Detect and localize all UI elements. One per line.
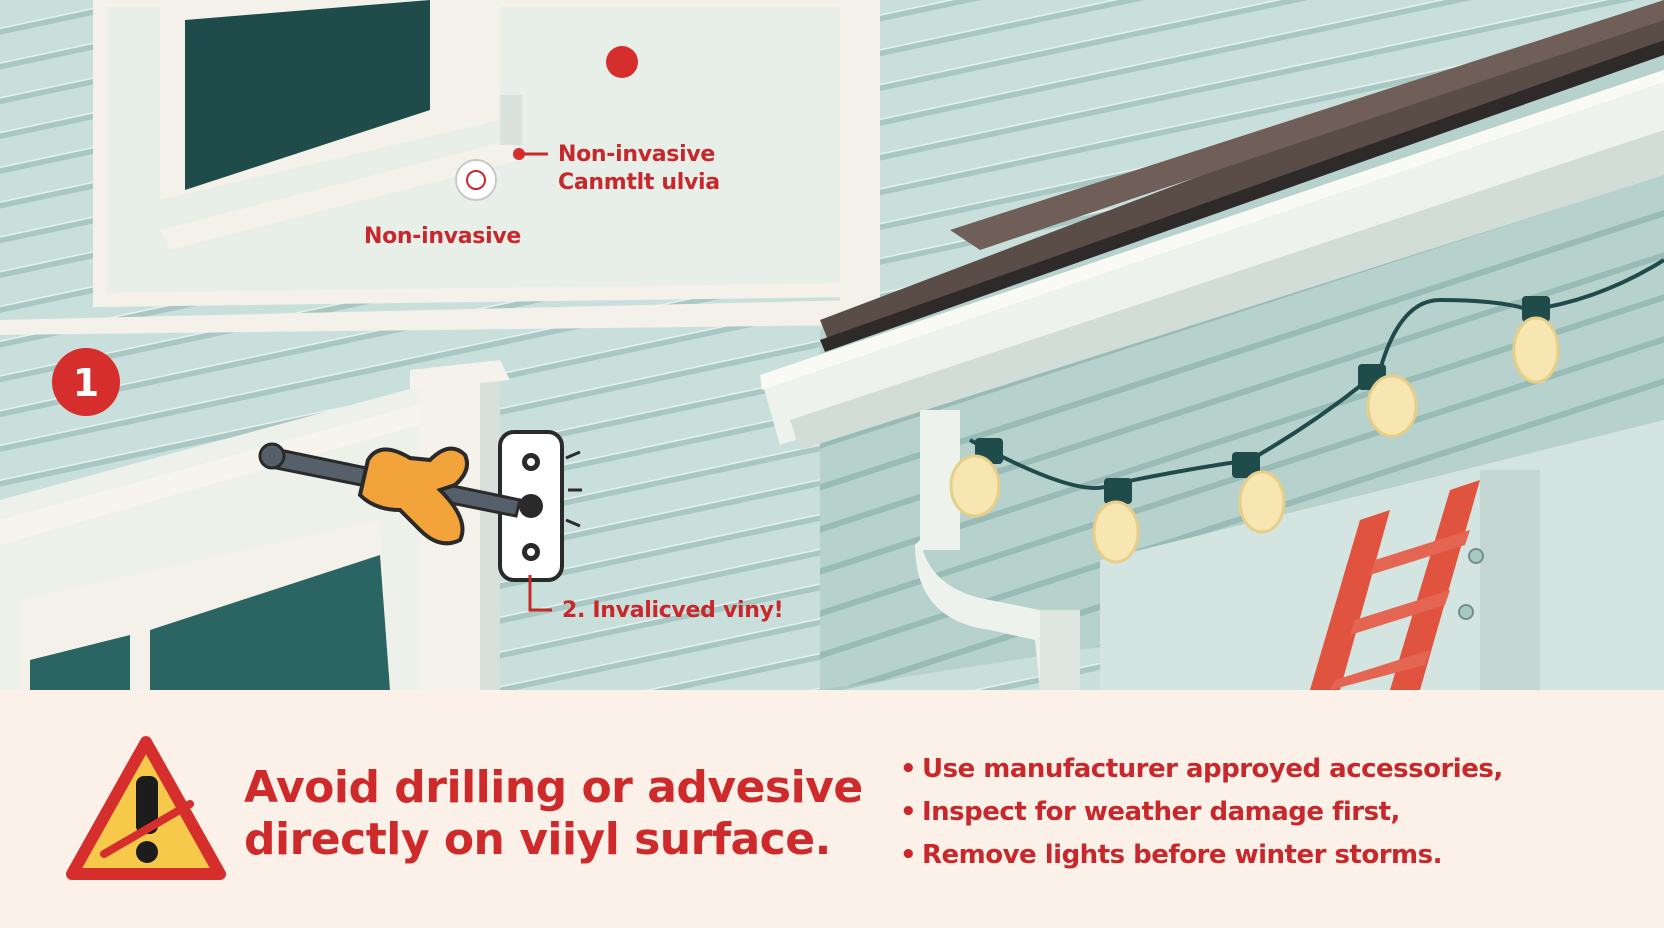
- label-step-2: 2. Invalicved viny!: [562, 598, 784, 623]
- string-lights: [949, 258, 1664, 564]
- warning-line-1: Avoid drilling or advesive: [244, 762, 863, 813]
- label-canmtlt-ulvia: Canmtlt ulvia: [558, 170, 720, 195]
- warning-panel: [0, 690, 1664, 928]
- label-non-invasive-top: Non-invasive: [558, 142, 716, 167]
- no-drill-icon: [100, 776, 194, 863]
- label-non-invasive-left: Non-invasive: [364, 224, 522, 249]
- tips-list: •Use manufacturer approyed accessories, …: [900, 748, 1503, 877]
- warning-line-2: directly on viiyl surface.: [244, 814, 831, 865]
- screwdriver-glove: [258, 442, 522, 546]
- pin-marker-icon: [455, 46, 638, 612]
- tip-text: Inspect for weather damage first,: [922, 797, 1400, 827]
- step-number-text: 1: [73, 361, 99, 405]
- step-number-badge: 1: [52, 348, 120, 416]
- upper-window: [0, 0, 880, 335]
- tip-text: Use manufacturer approyed accessories,: [922, 754, 1503, 784]
- warning-triangle-icon: [66, 736, 226, 880]
- tip-text: Remove lights before winter storms.: [922, 840, 1442, 870]
- list-item: •Remove lights before winter storms.: [900, 840, 1442, 870]
- warning-message: Avoid drilling or advesive directly on v…: [244, 762, 884, 866]
- lower-window: [0, 360, 510, 690]
- list-item: •Use manufacturer approyed accessories,: [900, 754, 1503, 784]
- list-item: •Inspect for weather damage first,: [900, 797, 1400, 827]
- ladder: [1310, 470, 1540, 690]
